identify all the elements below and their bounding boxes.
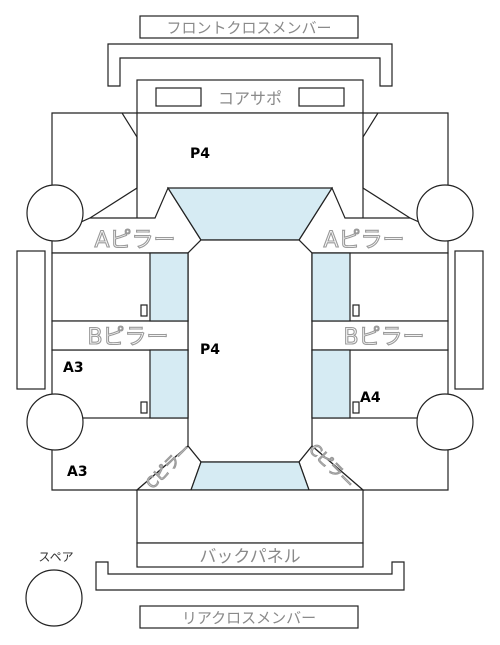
mark-bonnet: P4 (190, 146, 210, 162)
window-left-rear (149, 349, 189, 419)
door-handle-right-front (352, 304, 360, 317)
side-sill-left (16, 250, 46, 390)
back-panel-label: バックパネル (199, 547, 300, 567)
window-right-rear (311, 349, 351, 419)
rear-cross-member-box (139, 605, 359, 629)
a-pillar-left-label: Aピラー (94, 228, 175, 253)
mark-right-rear-door: A4 (360, 390, 381, 406)
b-pillar-left-label: Bピラー (87, 325, 168, 350)
front-cross-member (107, 43, 393, 87)
window-right-front (311, 252, 351, 322)
a-pillar-right-label: Aピラー (323, 228, 404, 253)
rear-cross-member-label: リアクロスメンバー (182, 609, 316, 627)
rear-cross-member (95, 561, 405, 591)
core-support-label: コアサポ (218, 89, 282, 108)
wheel-rear-right (416, 393, 474, 451)
wheel-front-left (26, 184, 84, 242)
mark-roof: P4 (200, 342, 220, 358)
headlight-left (155, 87, 202, 107)
front-cross-member-box (139, 15, 359, 39)
mark-left-rear-quarter: A3 (67, 464, 88, 480)
rear-window (190, 461, 310, 491)
front-cross-member-label: フロントクロスメンバー (166, 19, 331, 37)
door-handle-left-rear (140, 401, 148, 414)
spare-tire (25, 569, 83, 627)
window-left-front (149, 252, 189, 322)
back-panel (136, 542, 364, 568)
b-pillar-left (51, 320, 189, 351)
door-handle-left-front (140, 304, 148, 317)
trunk (136, 489, 364, 544)
wheel-front-right (416, 184, 474, 242)
mark-left-front-door: A3 (63, 360, 84, 376)
front-fender-left (51, 112, 138, 219)
wheel-rear-left (26, 393, 84, 451)
side-sill-right (454, 250, 484, 390)
b-pillar-right-label: Bピラー (343, 325, 424, 350)
headlight-right (298, 87, 345, 107)
b-pillar-right (311, 320, 449, 351)
front-fender-right (362, 112, 449, 219)
door-handle-right-rear (352, 401, 360, 414)
spare-label: スペア (38, 550, 73, 564)
